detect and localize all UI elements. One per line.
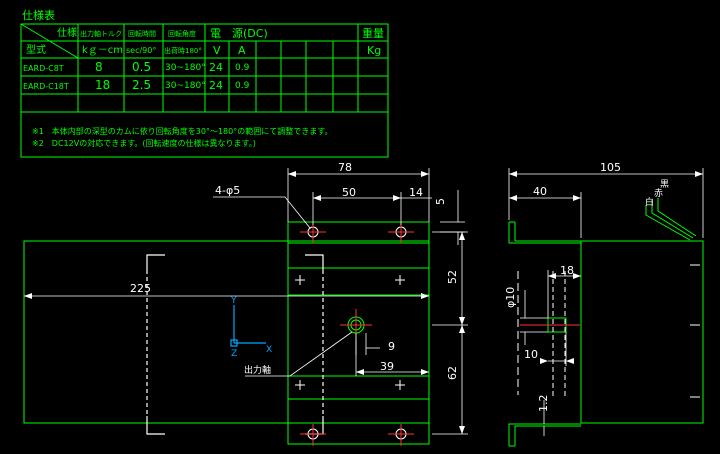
row2-model: EARD-C18T	[23, 82, 69, 91]
note-2: ※2 DC12Vの対応できます。(回転速度の仕様は異なります。)	[32, 138, 256, 148]
weight-unit: Kg	[367, 44, 381, 57]
ucs-axis-icon: Y Z X	[230, 296, 272, 359]
side-body-outline	[580, 240, 704, 424]
row1-amp: 0.9	[235, 63, 250, 73]
dim-78: 78	[338, 161, 352, 174]
dim-40: 40	[533, 185, 547, 198]
dim-50: 50	[342, 186, 356, 199]
bottom-bracket	[287, 398, 430, 445]
shaft-label: 出力軸	[244, 364, 271, 376]
dim-105: 105	[600, 161, 621, 174]
header-model-label: 型式	[26, 43, 46, 56]
row1-angle: 30~180°	[165, 63, 206, 73]
dim-phi10: φ10	[504, 287, 517, 308]
row1-torque: 8	[95, 60, 103, 74]
dim-5: 5	[434, 198, 447, 205]
dim-18: 18	[560, 264, 574, 277]
wire-black-label: 黒	[660, 179, 669, 190]
volt-unit: V	[213, 44, 221, 57]
dim-1-2: 1.2	[537, 395, 550, 413]
hole-label: 4-φ5	[215, 184, 240, 197]
header-rot-angle: 回転角度	[168, 29, 196, 38]
row2-angle: 30~180°	[165, 81, 206, 91]
main-body-outline	[23, 240, 430, 424]
header-torque: 出力軸トルク	[80, 29, 122, 38]
dim-10: 10	[524, 348, 538, 361]
header-model-group: 仕様	[57, 26, 77, 39]
header-weight: 重量	[362, 26, 384, 40]
side-view: 105 40 18 φ10 10 1.2 黒 赤 白	[504, 161, 704, 447]
header-rot-time: 回転時間	[128, 30, 156, 38]
amp-unit: A	[238, 44, 246, 57]
wire-red-label: 赤	[654, 188, 663, 199]
dim-52: 52	[446, 270, 459, 284]
wire-white-label: 白	[645, 196, 654, 208]
dim-9: 9	[388, 340, 395, 353]
axis-z-label: Z	[231, 349, 237, 359]
header-power: 電 源(DC)	[210, 26, 268, 40]
row1-time: 0.5	[132, 60, 151, 74]
note-1: ※1 本体内部の深型のカムに依り回転角度を30°～180°の範囲にて調整できます…	[32, 126, 332, 136]
row2-torque: 18	[95, 78, 110, 92]
dim-225: 225	[130, 282, 151, 295]
angle-unit: 出荷時180°	[164, 46, 202, 55]
spec-table	[20, 23, 389, 158]
dim-62: 62	[446, 366, 459, 380]
top-bracket	[287, 221, 430, 244]
row2-time: 2.5	[132, 78, 151, 92]
spec-table-title: 仕様表	[22, 8, 55, 22]
dim-14: 14	[409, 186, 423, 199]
axis-x-label: X	[266, 345, 272, 355]
dim-39: 39	[380, 360, 394, 373]
torque-unit: kｇ－cm	[82, 45, 123, 56]
row2-volt: 24	[209, 79, 223, 92]
row2-amp: 0.9	[235, 81, 250, 91]
time-unit: sec/90°	[126, 46, 156, 55]
front-view: 78 50 14 5 4-φ5 225 52 62 9 39 出力軸 Y Z X	[23, 161, 468, 446]
axis-y-label: Y	[230, 296, 237, 306]
row1-volt: 24	[209, 61, 223, 74]
row1-model: EARD-C8T	[23, 64, 64, 73]
